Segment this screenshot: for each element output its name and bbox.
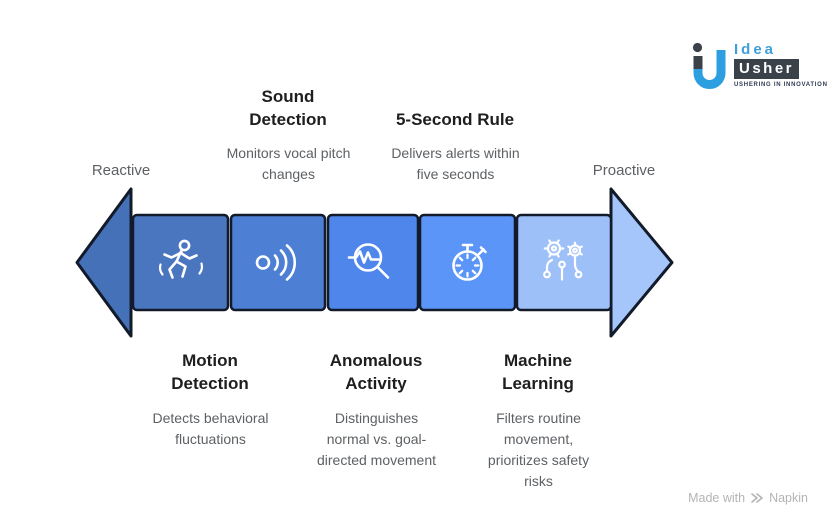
arrowhead-left bbox=[75, 187, 133, 338]
logo-tagline: USHERING IN INNOVATION bbox=[734, 82, 828, 88]
logo-word-idea: Idea bbox=[734, 41, 777, 58]
segment-anomalous-activity bbox=[326, 213, 420, 312]
idea-usher-u-icon bbox=[692, 42, 726, 89]
stage-title-5-second-rule: 5-Second Rule bbox=[395, 110, 515, 129]
made-with-napkin[interactable]: Made with Napkin bbox=[688, 491, 808, 505]
process-arrow bbox=[75, 187, 674, 338]
segment-5-second-rule bbox=[418, 213, 517, 312]
stage-description-5-second-rule: Delivers alerts within five seconds bbox=[391, 145, 520, 182]
stage-title-sound-detection: Sound Detection bbox=[249, 87, 327, 129]
stage-description-sound-detection: Monitors vocal pitch changes bbox=[226, 145, 351, 182]
stopwatch-icon bbox=[452, 243, 487, 281]
proactive-label: Proactive bbox=[592, 162, 656, 179]
idea-usher-logo: Idea Usher USHERING IN INNOVATION bbox=[690, 41, 828, 97]
magnifier-pulse-icon bbox=[347, 243, 390, 279]
stage-description-motion-detection: Detects behavioral fluctuations bbox=[152, 410, 269, 447]
stage-description-machine-learning: Filters routine movement, prioritizes sa… bbox=[487, 410, 590, 489]
ml-flowers-icon bbox=[543, 239, 583, 281]
stage-title-machine-learning: Machine Learning bbox=[502, 351, 574, 393]
napkin-icon bbox=[751, 493, 763, 503]
reactive-label: Reactive bbox=[91, 162, 151, 179]
arrowhead-right bbox=[609, 187, 674, 338]
stage-title-motion-detection: Motion Detection bbox=[171, 351, 249, 393]
made-with-text: Made with bbox=[688, 491, 746, 505]
napkin-brand-text: Napkin bbox=[769, 491, 808, 505]
stage-title-anomalous-activity: Anomalous Activity bbox=[329, 351, 423, 393]
stage-description-anomalous-activity: Distinguishes normal vs. goal- directed … bbox=[316, 410, 437, 468]
runner-icon bbox=[158, 239, 204, 279]
logo-word-usher: Usher bbox=[734, 59, 800, 79]
sound-waves-icon bbox=[255, 244, 297, 281]
